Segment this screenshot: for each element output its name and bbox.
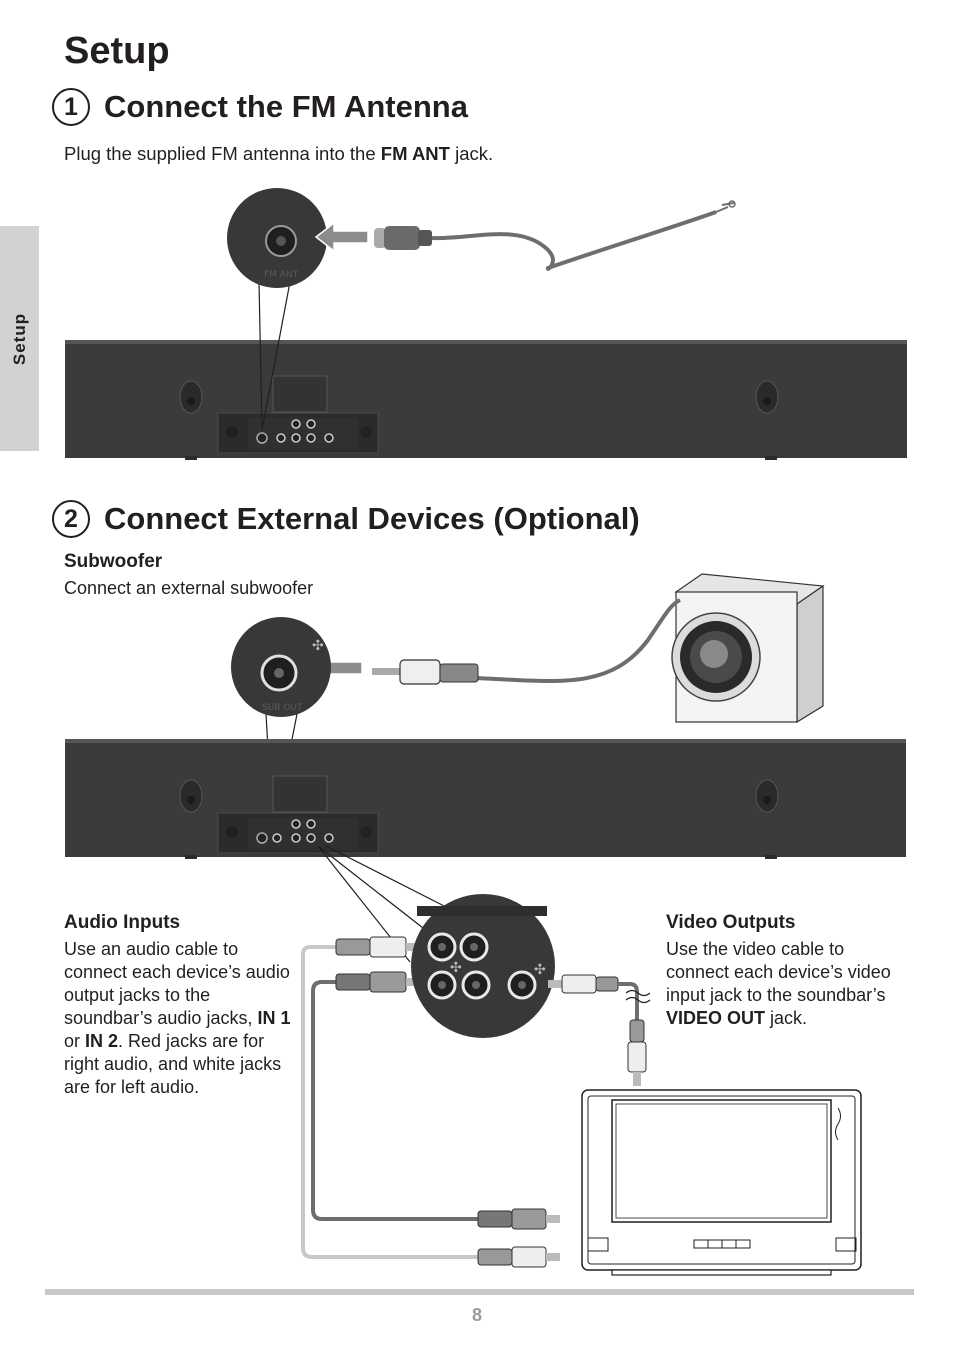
fm-antenna-instruction: Plug the supplied FM antenna into the FM… (64, 143, 494, 164)
audio-video-jacks-zoom: ✣ ✣ (411, 894, 555, 1038)
section-1-title: Connect the FM Antenna (104, 89, 468, 124)
page-title: Setup (64, 30, 170, 72)
subwoofer-illustration (671, 573, 825, 724)
soundbar-rear-1 (65, 340, 907, 460)
svg-text:SUB OUT: SUB OUT (262, 703, 303, 713)
audio-cables (301, 936, 560, 1268)
section-2-title: Connect External Devices (Optional) (104, 501, 640, 536)
fm-antenna-cable (374, 200, 736, 271)
footer-rule (45, 1289, 914, 1295)
sub-out-jack-zoom: ✣ SUB OUT (231, 617, 331, 717)
tv-illustration (581, 1089, 862, 1276)
soundbar-rear-2 (65, 739, 906, 859)
step-number-2: 2 (52, 500, 90, 538)
step-number-1: 1 (52, 88, 90, 126)
side-tab: Setup (0, 226, 39, 451)
subwoofer-plug (372, 659, 479, 685)
video-cable (548, 974, 651, 1086)
audio-inputs-text: Use an audio cable to connect each devic… (64, 939, 291, 1097)
svg-text:✣: ✣ (534, 962, 546, 978)
svg-text:✣: ✣ (450, 960, 462, 976)
video-outputs-text: Use the video cable to connect each devi… (666, 939, 891, 1028)
subwoofer-text: Connect an external subwoofer (64, 578, 314, 598)
section-1-heading: 1 Connect the FM Antenna (52, 88, 468, 126)
page-number: 8 (471, 1305, 482, 1325)
audio-inputs-heading: Audio Inputs (64, 912, 181, 933)
svg-text:✣: ✣ (312, 638, 324, 654)
fm-ant-jack-zoom: FM ANT (227, 188, 327, 288)
subwoofer-heading: Subwoofer (64, 551, 163, 572)
section-2-heading: 2 Connect External Devices (Optional) (52, 500, 640, 538)
svg-text:FM ANT: FM ANT (264, 270, 299, 280)
video-outputs-heading: Video Outputs (666, 912, 796, 933)
